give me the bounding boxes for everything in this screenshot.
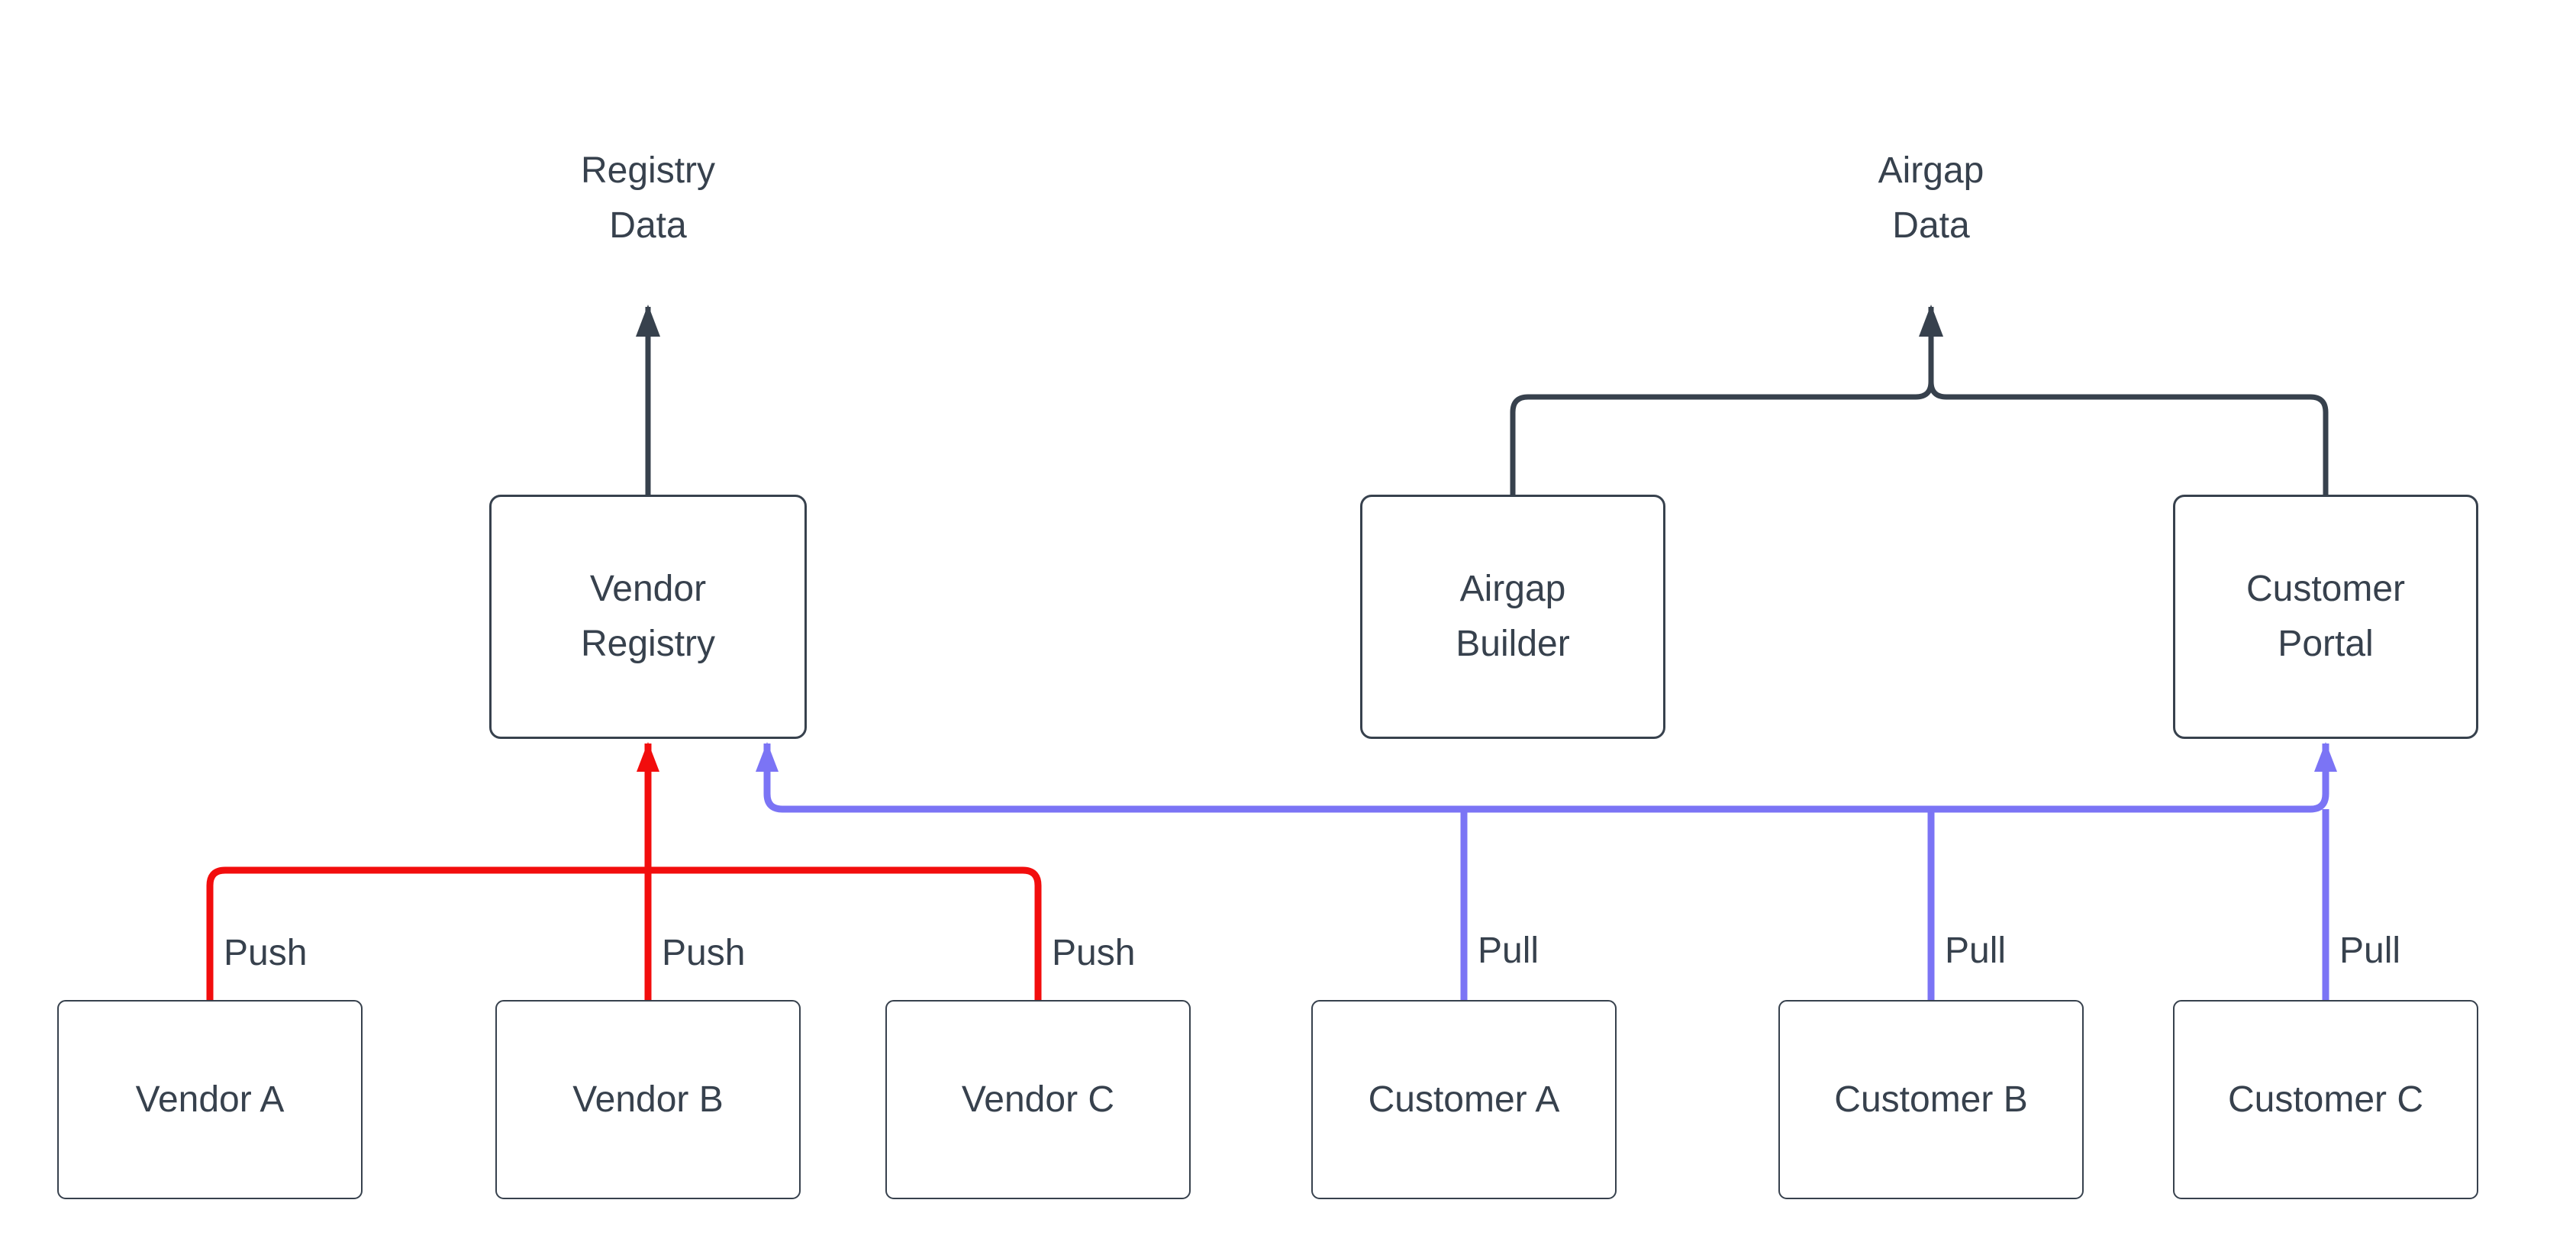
- node-customer-b: Customer B: [1778, 1000, 2084, 1199]
- edge-pull-trunk-to-portal: [1464, 742, 2337, 813]
- edge-vendor-a-push: [206, 866, 648, 1000]
- node-label: Customer A: [1368, 1079, 1560, 1120]
- edge-label-push-vendor-b: Push: [662, 933, 746, 973]
- node-vendor-registry: Vendor Registry: [489, 495, 807, 739]
- node-label: Registry Data: [580, 150, 716, 246]
- edge-airgap-builder-to-airgap-data: [1510, 305, 1943, 495]
- edge-label-push-vendor-c: Push: [1052, 933, 1136, 973]
- node-label: Airgap Data: [1878, 150, 1984, 246]
- node-label: Customer C: [2227, 1079, 2424, 1120]
- edge-label-pull-customer-a: Pull: [1478, 931, 1539, 971]
- node-label: Airgap Builder: [1456, 569, 1570, 664]
- edge-customer-portal-to-airgap-data: [1928, 381, 2329, 495]
- node-label: Vendor A: [135, 1079, 285, 1120]
- node-label: Customer B: [1834, 1079, 2028, 1120]
- node-airgap-data: Airgap Data: [1809, 56, 2053, 302]
- node-customer-c: Customer C: [2173, 1000, 2478, 1199]
- node-vendor-a: Vendor A: [57, 1000, 363, 1199]
- node-registry-data: Registry Data: [526, 56, 770, 302]
- node-label: Vendor B: [572, 1079, 724, 1120]
- node-airgap-builder: Airgap Builder: [1360, 495, 1665, 739]
- edge-vendor-c-push: [648, 866, 1042, 1000]
- edge-label-push-vendor-a: Push: [224, 933, 308, 973]
- node-vendor-c: Vendor C: [885, 1000, 1191, 1199]
- node-customer-a: Customer A: [1311, 1000, 1617, 1199]
- edge-label-pull-customer-b: Pull: [1945, 931, 2007, 971]
- node-label: Customer Portal: [2246, 569, 2406, 664]
- edge-label-pull-customer-c: Pull: [2339, 931, 2401, 971]
- edge-customer-a-pull: [756, 742, 1468, 1000]
- node-customer-portal: Customer Portal: [2173, 495, 2478, 739]
- node-label: Vendor C: [961, 1079, 1115, 1120]
- node-label: Vendor Registry: [580, 569, 716, 664]
- node-vendor-b: Vendor B: [495, 1000, 801, 1199]
